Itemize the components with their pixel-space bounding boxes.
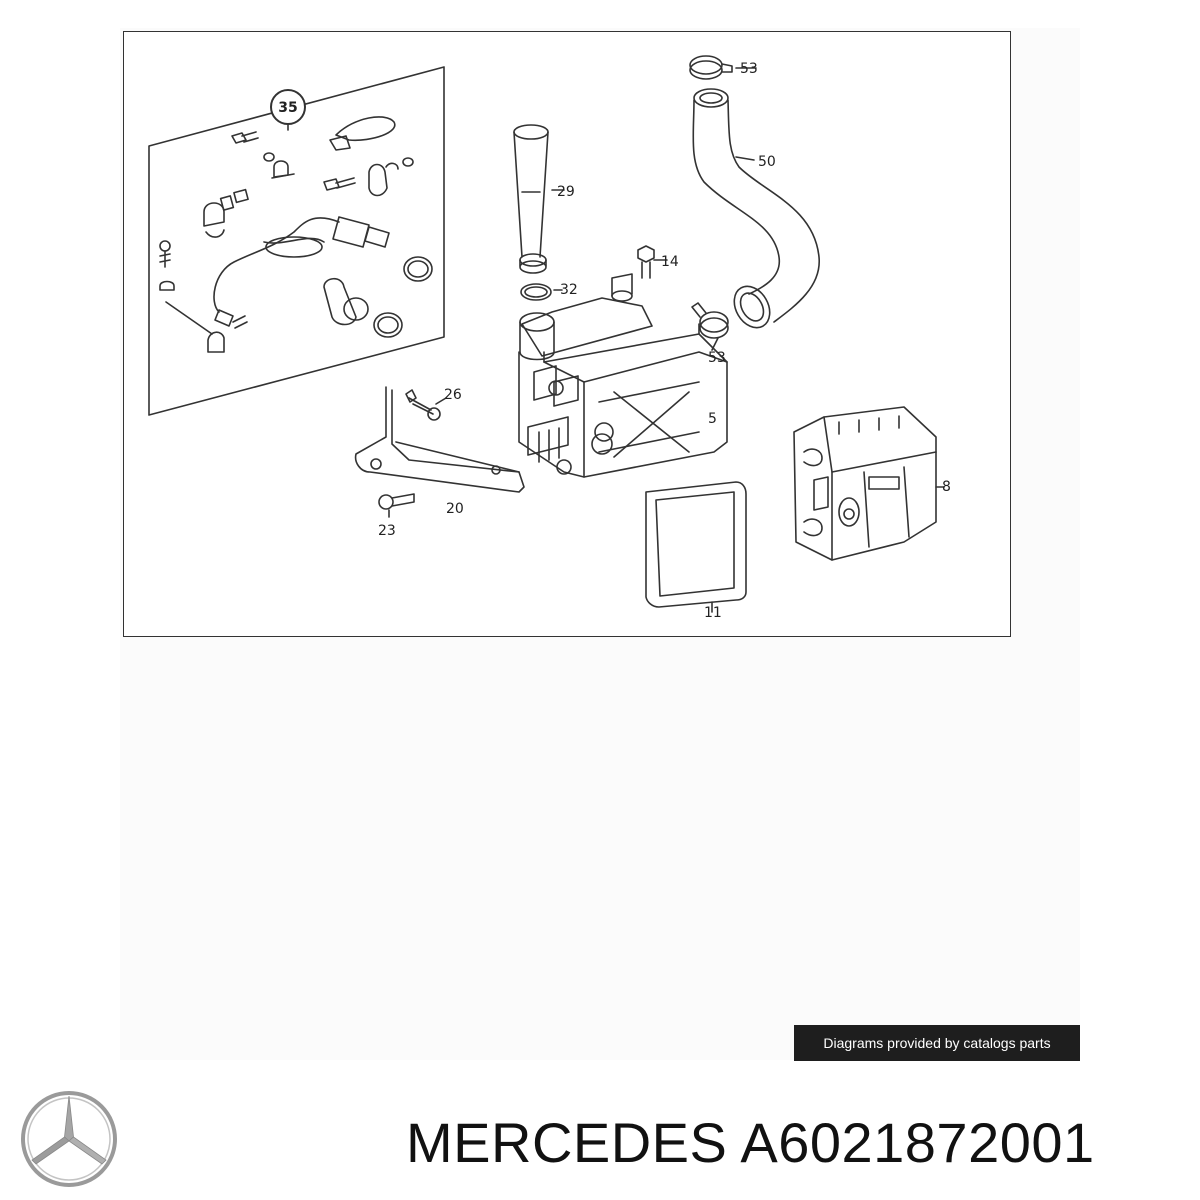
screw-23 bbox=[378, 493, 415, 518]
brand-name: MERCEDES bbox=[406, 1111, 728, 1174]
bracket-20 bbox=[354, 386, 525, 493]
callout-53-top: 53 bbox=[740, 61, 758, 77]
callout-23: 23 bbox=[378, 523, 396, 539]
callout-20: 20 bbox=[446, 501, 464, 517]
callout-5: 5 bbox=[708, 411, 717, 427]
callout-29: 29 bbox=[557, 184, 575, 200]
callout-50: 50 bbox=[758, 154, 776, 170]
pipe-29 bbox=[513, 124, 565, 274]
callout-14: 14 bbox=[661, 254, 679, 270]
callout-8: 8 bbox=[942, 479, 951, 495]
part-number: A6021872001 bbox=[740, 1111, 1095, 1174]
part-title: MERCEDES A6021872001 bbox=[406, 1108, 1186, 1178]
attribution-banner: Diagrams provided by catalogs parts bbox=[794, 1025, 1080, 1061]
control-unit-8 bbox=[793, 406, 945, 561]
heater-unit-5 bbox=[518, 273, 728, 478]
callout-53-lower: 53 bbox=[708, 350, 726, 366]
callout-11: 11 bbox=[704, 605, 722, 621]
bolt-26 bbox=[405, 389, 447, 421]
gasket-11 bbox=[645, 481, 747, 613]
seal-32 bbox=[520, 283, 563, 301]
callout-26: 26 bbox=[444, 387, 462, 403]
mercedes-star-icon bbox=[18, 1088, 120, 1190]
parts-diagram-svg: 35 53 50 29 14 32 53 26 5 8 20 23 11 bbox=[148, 55, 951, 621]
callout-32: 32 bbox=[560, 282, 578, 298]
kit-35-panel bbox=[148, 66, 445, 416]
parts-diagram: 35 53 50 29 14 32 53 26 5 8 20 23 11 bbox=[123, 31, 1011, 637]
callout-35: 35 bbox=[278, 100, 297, 116]
bolt-14 bbox=[637, 245, 668, 279]
hose-clamp-53-top bbox=[689, 55, 757, 80]
hose-clamp-53-lower bbox=[691, 302, 729, 351]
hose-50 bbox=[692, 88, 820, 329]
